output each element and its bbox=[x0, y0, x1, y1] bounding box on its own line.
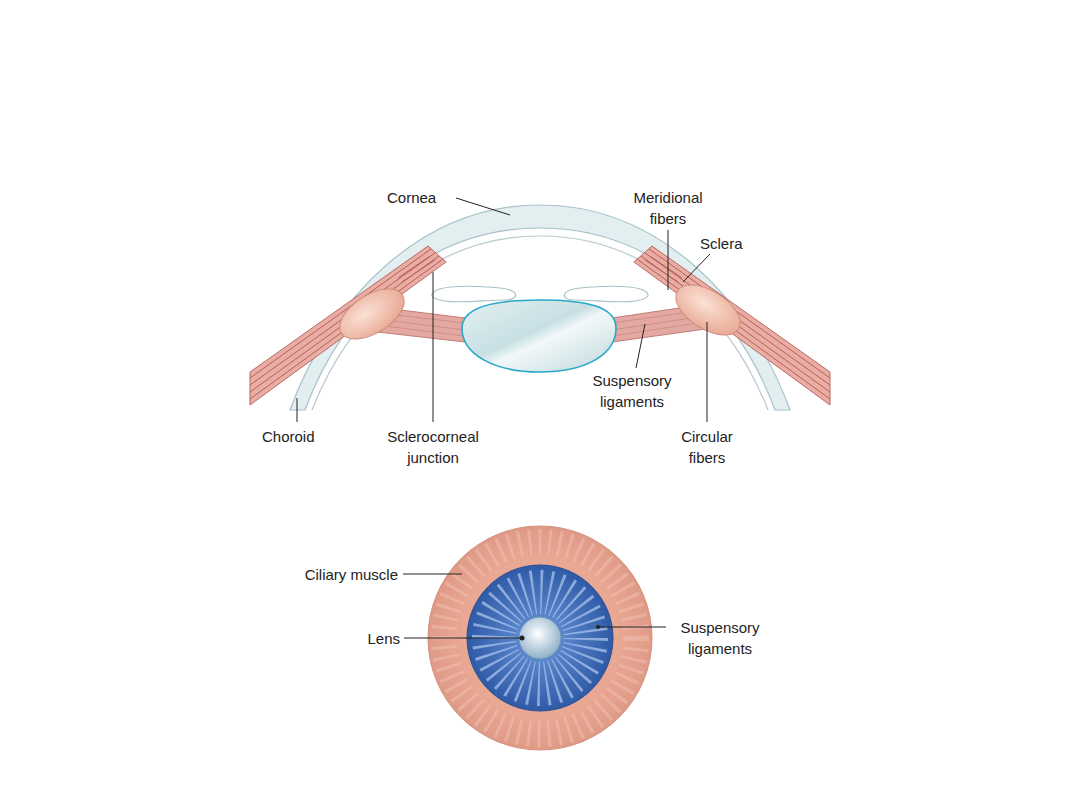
iris-fold bbox=[432, 286, 516, 301]
part-label: Lens bbox=[320, 628, 400, 649]
leader-line bbox=[433, 272, 434, 422]
lens bbox=[519, 617, 561, 659]
part-label: Circular fibers bbox=[667, 426, 747, 468]
ciliary-body bbox=[331, 279, 412, 349]
cornea-sclera-wall bbox=[290, 205, 790, 410]
part-label: Ciliary muscle bbox=[250, 564, 398, 585]
leader-line bbox=[707, 322, 708, 422]
part-label: Sclerocorneal junction bbox=[373, 426, 493, 468]
leader-line bbox=[403, 574, 462, 575]
leader-line bbox=[668, 230, 669, 290]
leader-line bbox=[404, 638, 522, 639]
leader-lines bbox=[297, 198, 710, 422]
ciliary-body bbox=[667, 275, 748, 345]
leader-line bbox=[683, 254, 710, 282]
leader-dot bbox=[596, 625, 600, 629]
muscle-fiber-lines bbox=[398, 256, 682, 282]
leader-dot bbox=[520, 636, 525, 641]
lens bbox=[462, 300, 616, 372]
leader-line bbox=[636, 324, 645, 368]
leader-lines bbox=[403, 574, 666, 638]
part-label: Suspensory ligaments bbox=[582, 370, 682, 412]
part-label: Meridional fibers bbox=[618, 187, 718, 229]
leader-line bbox=[297, 398, 298, 422]
part-label: Suspensory ligaments bbox=[670, 617, 770, 659]
choroid-line bbox=[312, 236, 768, 410]
part-label: Choroid bbox=[262, 426, 315, 447]
leader-line bbox=[456, 198, 510, 215]
iris-fold bbox=[564, 286, 648, 301]
leader-line bbox=[598, 627, 666, 628]
part-label: Cornea bbox=[387, 187, 436, 208]
part-label: Sclera bbox=[700, 233, 743, 254]
